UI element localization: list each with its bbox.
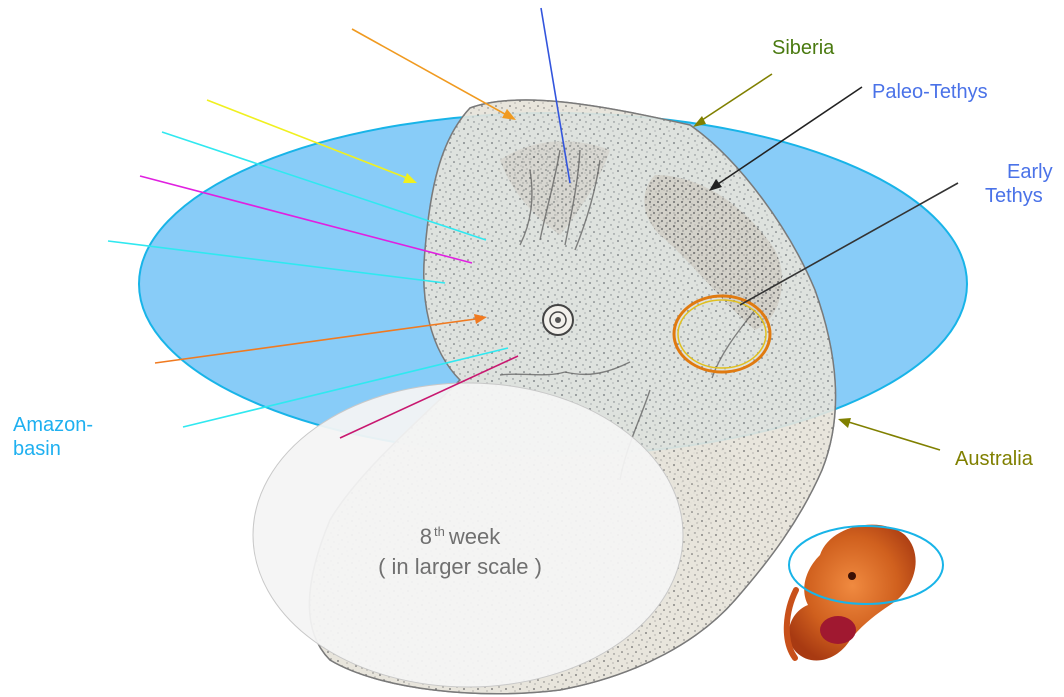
label-australia: Australia: [955, 447, 1033, 471]
week-number: 8: [420, 524, 432, 549]
week-note-line2: ( in larger scale ): [330, 552, 590, 582]
label-tethys-text: Tethys: [980, 184, 1060, 208]
label-amazon-text: Amazon-: [13, 413, 93, 437]
week-suffix: th: [434, 524, 445, 539]
label-paleo-tethys-text: Paleo-Tethys: [872, 80, 988, 104]
embryo-photo-icon: [787, 525, 943, 661]
label-early-text: Early: [980, 160, 1060, 184]
optic-ring-icon: [543, 305, 573, 335]
label-early-tethys: Early Tethys: [980, 160, 1060, 208]
pointer-line-olive: [842, 420, 940, 450]
pointer-line-olive: [696, 74, 772, 124]
pointer-line-orange: [352, 29, 512, 118]
label-siberia: Siberia: [772, 36, 834, 60]
label-basin-text: basin: [13, 437, 93, 461]
label-amazon-basin: Amazon- basin: [13, 413, 93, 461]
label-paleo-tethys: Paleo-Tethys: [872, 80, 988, 104]
week-word: week: [449, 524, 500, 549]
label-australia-text: Australia: [955, 447, 1033, 471]
label-siberia-text: Siberia: [772, 36, 834, 60]
